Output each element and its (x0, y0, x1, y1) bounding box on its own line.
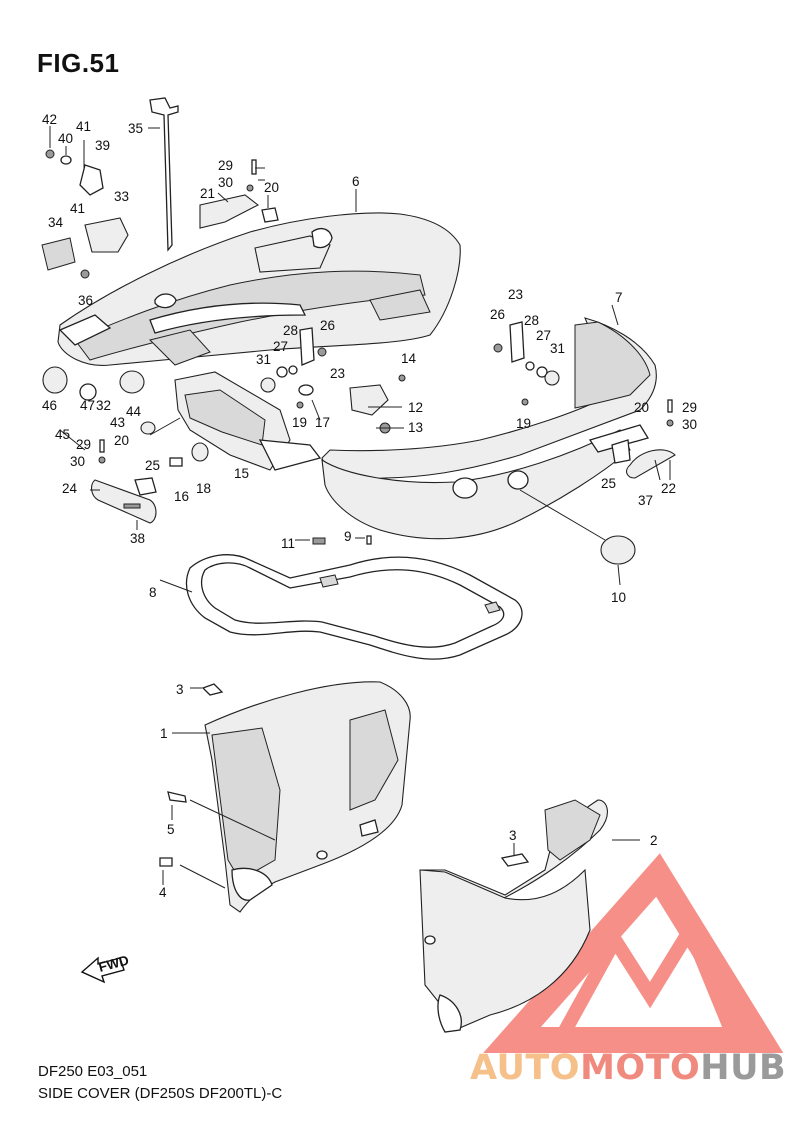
callout-label: 30 (218, 175, 233, 190)
figure-title: FIG.51 (37, 48, 120, 78)
callout-label: 44 (126, 404, 142, 419)
callout-label: 41 (70, 201, 85, 216)
callout-label: 26 (320, 318, 335, 333)
callout-label: 31 (550, 341, 565, 356)
forward-arrow-icon: FWD (80, 952, 131, 984)
watermark-logo (483, 853, 784, 1053)
part-8-seal (185, 554, 523, 660)
callout-label: 24 (62, 481, 78, 496)
callout-label: 19 (292, 415, 307, 430)
callout-label: 17 (315, 415, 330, 430)
callout-label: 27 (273, 339, 288, 354)
callout-label: 13 (408, 420, 423, 435)
callout-label: 7 (615, 290, 623, 305)
callout-label: 21 (200, 186, 215, 201)
callout-label: 20 (114, 433, 129, 448)
callout-label: 31 (256, 352, 271, 367)
callout-label: 37 (638, 493, 653, 508)
part-6-upper-cover-left (57, 212, 461, 366)
callout-label: 28 (524, 313, 539, 328)
watermark-part-b: MOTO (580, 1048, 701, 1088)
callout-label: 16 (174, 489, 189, 504)
callout-label: 45 (55, 427, 70, 442)
part-15-bracket (174, 371, 322, 471)
callout-label: 20 (264, 180, 279, 195)
callout-label: 39 (95, 138, 110, 153)
part-1-lower-cover-left (179, 681, 411, 913)
callout-label: 5 (167, 822, 175, 837)
callout-label: 1 (160, 726, 168, 741)
callout-label: 9 (344, 529, 352, 544)
watermark-part-c: HUB (700, 1048, 787, 1088)
callout-label: 38 (130, 531, 145, 546)
callout-label: 47 (80, 398, 95, 413)
part-10-cap (519, 489, 636, 565)
callout-label: 36 (78, 293, 93, 308)
callout-label: 12 (408, 400, 423, 415)
callout-label: 29 (218, 158, 233, 173)
callout-label: 27 (536, 328, 551, 343)
callout-label: 35 (128, 121, 143, 136)
callout-label: 2 (650, 833, 658, 848)
callout-label: 19 (516, 416, 531, 431)
callout-label: 8 (149, 585, 157, 600)
callout-label: 28 (283, 323, 298, 338)
callout-label: 4 (159, 885, 167, 900)
callout-label: 43 (110, 415, 125, 430)
callout-label: 3 (176, 682, 184, 697)
part-7-upper-cover-right (321, 317, 657, 540)
callout-label: 15 (234, 466, 249, 481)
part-2-lower-cover-right (419, 799, 608, 1033)
callout-label: 40 (58, 131, 73, 146)
callout-label: 30 (70, 454, 85, 469)
callout-label: 6 (352, 174, 360, 189)
callout-label: 34 (48, 215, 64, 230)
callout-label: 3 (509, 828, 517, 843)
callout-label: 42 (42, 112, 57, 127)
callout-label: 41 (76, 119, 91, 134)
callout-label: 29 (76, 437, 91, 452)
callout-label: 33 (114, 189, 129, 204)
callout-label: 26 (490, 307, 505, 322)
callout-labels: 42 40 41 39 35 29 30 21 20 6 33 34 41 36… (42, 112, 697, 900)
section-name: SIDE COVER (DF250S DF200TL)-C (38, 1085, 283, 1102)
callout-label: 46 (42, 398, 57, 413)
watermark-text: AUTOMOTOHUB (470, 1048, 786, 1088)
callout-label: 20 (634, 400, 649, 415)
callout-label: 25 (601, 476, 616, 491)
callout-label: 22 (661, 481, 676, 496)
model-code: DF250 E03_051 (38, 1063, 148, 1080)
callout-label: 11 (281, 536, 295, 551)
callout-label: 14 (401, 351, 417, 366)
callout-label: 32 (96, 398, 111, 413)
leader-lines (49, 126, 671, 885)
callout-label: 25 (145, 458, 160, 473)
callout-label: 23 (330, 366, 345, 381)
callout-label: 30 (682, 417, 697, 432)
callout-label: 23 (508, 287, 523, 302)
callout-label: 29 (682, 400, 697, 415)
watermark-part-a: AUTO (470, 1048, 581, 1088)
callout-label: 18 (196, 481, 211, 496)
callout-label: 10 (611, 590, 626, 605)
